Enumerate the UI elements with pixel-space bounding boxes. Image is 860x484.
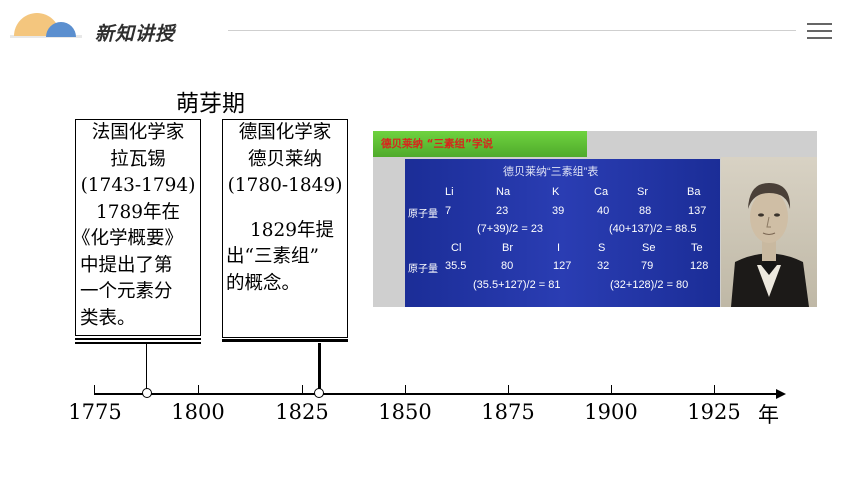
year-label: 1875 bbox=[481, 400, 535, 424]
atomic-mass: 7 bbox=[445, 205, 452, 217]
triad-table: 德贝莱纳“三素组”表 Li Na K Ca Sr Ba 原子量 7 23 39 … bbox=[405, 159, 720, 307]
year-label: 1850 bbox=[378, 400, 432, 424]
box-line: 一个元素分 bbox=[80, 281, 173, 302]
atomic-mass: 137 bbox=[688, 205, 707, 217]
triad-formula: (32+128)/2 = 80 bbox=[610, 279, 689, 291]
triad-formula: (40+137)/2 = 88.5 bbox=[609, 223, 697, 235]
box-line: 中提出了第 bbox=[80, 254, 173, 276]
triad-formula: (7+39)/2 = 23 bbox=[477, 223, 544, 235]
element-symbol: Ba bbox=[687, 186, 701, 198]
atomic-mass: 23 bbox=[496, 205, 509, 217]
axis-tick bbox=[405, 385, 407, 394]
header-divider bbox=[228, 30, 796, 31]
year-label: 1825 bbox=[275, 400, 329, 424]
box-line: 的概念。 bbox=[226, 272, 301, 294]
dobereiner-box: 德国化学家 德贝莱纳 (1780-1849) 1829年提 出“三素组” 的概念… bbox=[222, 119, 348, 338]
box-line: 类表。 bbox=[80, 307, 136, 329]
axis-tick bbox=[198, 385, 200, 394]
box-line: 德贝莱纳 bbox=[247, 148, 322, 170]
atomic-mass: 39 bbox=[552, 205, 565, 217]
atomic-mass: 88 bbox=[639, 205, 652, 217]
element-symbol: Se bbox=[642, 242, 656, 254]
axis-tick bbox=[611, 385, 613, 394]
box-underline bbox=[222, 339, 348, 342]
element-symbol: Ca bbox=[594, 186, 609, 198]
axis-tick bbox=[508, 385, 510, 394]
box-line: 法国化学家 bbox=[91, 122, 185, 143]
portrait-image bbox=[721, 157, 817, 307]
connector-line bbox=[318, 343, 321, 389]
axis-tick bbox=[714, 385, 716, 394]
section-title: 新知讲授 bbox=[95, 23, 176, 45]
half-circle-icon bbox=[46, 22, 76, 37]
axis-tick bbox=[302, 385, 304, 394]
element-symbol: Br bbox=[502, 242, 513, 254]
element-symbol: K bbox=[552, 186, 560, 198]
box-line: 出“三素组” bbox=[226, 246, 319, 267]
triad-picture: 德贝莱纳 “三素组”学说 德贝莱纳“三素组”表 Li Na K Ca Sr Ba… bbox=[373, 131, 817, 307]
atomic-mass: 40 bbox=[597, 205, 610, 217]
atomic-mass: 80 bbox=[501, 260, 514, 272]
timeline-axis bbox=[94, 393, 778, 395]
box-line: 1789年在 bbox=[95, 201, 181, 223]
year-label: 1900 bbox=[584, 400, 638, 424]
lavoisier-box: 法国化学家 拉瓦锡 (1743-1794) 1789年在 《化学概要》 中提出了… bbox=[72, 119, 201, 336]
box-line: (1780-1849) bbox=[227, 175, 343, 196]
table-title: 德贝莱纳“三素组”表 bbox=[503, 166, 599, 178]
box-line: 德国化学家 bbox=[238, 122, 332, 143]
year-label: 1925 bbox=[687, 400, 741, 424]
box-underline bbox=[75, 342, 201, 344]
element-symbol: Na bbox=[496, 186, 511, 198]
element-symbol: Sr bbox=[637, 186, 648, 198]
triad-formula: (35.5+127)/2 = 81 bbox=[473, 279, 561, 291]
element-symbol: Cl bbox=[451, 242, 462, 254]
year-label: 1775 bbox=[68, 400, 122, 424]
connector-line bbox=[146, 343, 148, 389]
atomic-mass: 32 bbox=[597, 260, 610, 272]
event-marker bbox=[314, 388, 324, 398]
element-symbol: Li bbox=[445, 186, 454, 198]
element-symbol: S bbox=[598, 242, 606, 254]
box-underline bbox=[75, 338, 201, 340]
menu-icon[interactable] bbox=[807, 23, 832, 39]
event-marker bbox=[142, 388, 152, 398]
picture-header: 德贝莱纳 “三素组”学说 bbox=[373, 131, 587, 157]
row-label: 原子量 bbox=[408, 209, 438, 220]
arrow-icon bbox=[776, 389, 786, 399]
element-symbol: I bbox=[557, 242, 561, 254]
atomic-mass: 127 bbox=[553, 260, 572, 272]
box-line: 《化学概要》 bbox=[72, 228, 184, 249]
atomic-mass: 79 bbox=[641, 260, 654, 272]
row-label: 原子量 bbox=[408, 264, 438, 275]
year-label: 1800 bbox=[171, 400, 225, 424]
element-symbol: Te bbox=[691, 242, 703, 254]
picture-header-text: 德贝莱纳 “三素组”学说 bbox=[381, 138, 493, 150]
box-line: 1829年提 bbox=[249, 219, 335, 241]
box-line: 拉瓦锡 bbox=[110, 148, 166, 170]
year-unit-label: 年 bbox=[758, 403, 779, 427]
atomic-mass: 128 bbox=[690, 260, 709, 272]
axis-tick bbox=[94, 385, 96, 394]
box-line: (1743-1794) bbox=[80, 175, 196, 196]
period-label: 萌芽期 bbox=[176, 91, 245, 117]
atomic-mass: 35.5 bbox=[445, 260, 467, 272]
